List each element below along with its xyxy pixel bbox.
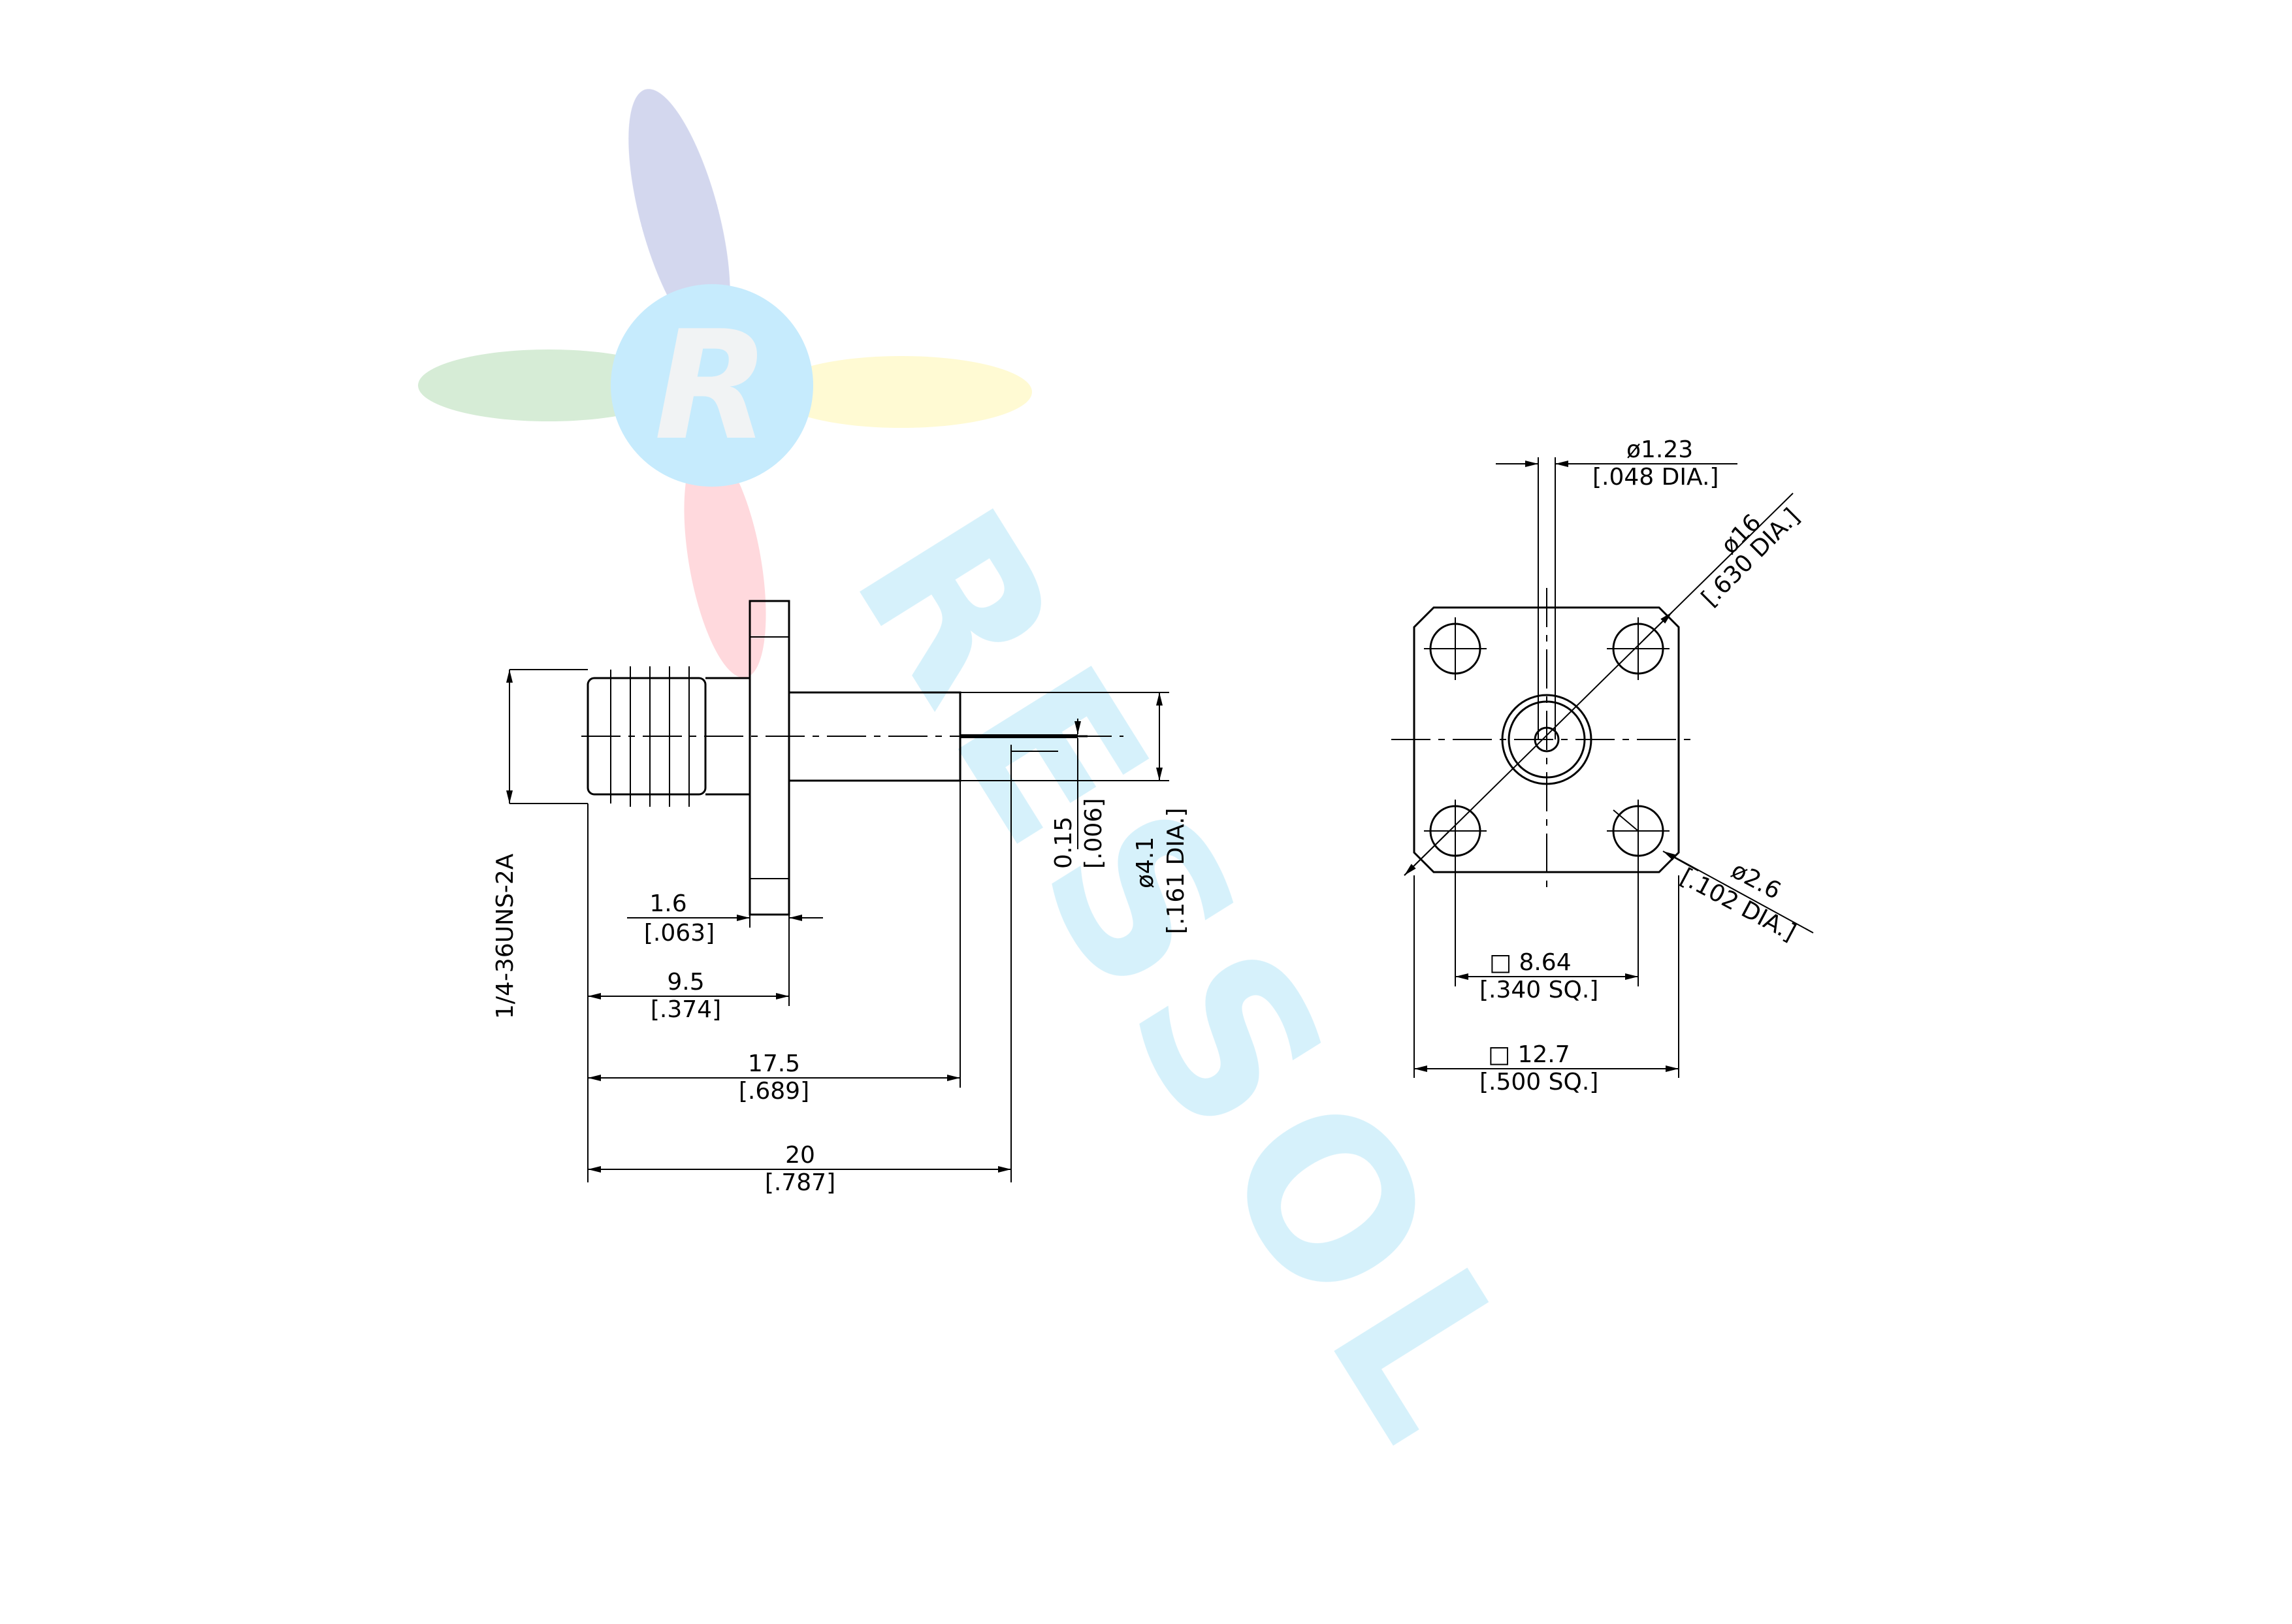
dim-hole-spacing-inch: [.340 SQ.] [1479,977,1598,1003]
dim-pin-protrusion-mm: 0.15 [1050,817,1077,869]
logo-letter: R [654,299,769,474]
dim-flange-size-inch: [.500 SQ.] [1479,1069,1598,1096]
dim-pin-protrusion-inch: [.006] [1080,798,1107,869]
dim-body-inch: [.374] [651,996,721,1023]
dim-pin-dia-inch: [.048 DIA.] [1592,464,1719,491]
dim-pin-dia-mm: ø1.23 [1626,436,1693,463]
thread-spec-label: 1/4-36UNS-2A [492,853,519,1019]
dim-dielectric-dia-mm: ø4.1 [1132,837,1159,888]
dim-dielectric-dia-inch: [.161 DIA.] [1163,808,1189,934]
dim-flange-size-mm: □ 12.7 [1488,1041,1570,1068]
dim-dielectric-mm: 17.5 [748,1050,800,1077]
dielectric-ring [1508,700,1586,779]
watermark-text: RESSOL [806,469,1576,1495]
dim-flange-inch: [.063] [644,920,715,947]
outer-conductor [1501,694,1592,785]
dim-dielectric-inch: [.689] [739,1078,809,1105]
dim-overall-inch: [.787] [765,1169,835,1196]
logo-ellipse-yellow [771,356,1032,428]
dim-overall-mm: 20 [785,1142,815,1169]
mounting-holes [1424,617,1670,862]
center-pin-face [1534,726,1560,753]
side-view: 1/4-36UNS-2A 1.6 [.063] 9.5 [.374] 17.5 … [492,600,1189,1196]
logo-sphere [611,284,813,487]
front-view: ø1.23 [.048 DIA.] ø16 [.630 DIA.] ø2.6 [… [1391,436,1814,1096]
dim-hole-spacing-mm: □ 8.64 [1489,949,1572,976]
dim-flange-mm: 1.6 [649,890,686,917]
dim-body-mm: 9.5 [667,969,704,996]
logo-ellipse-red [684,446,766,678]
thread-body [587,677,707,796]
watermark-logo: R [418,89,1032,678]
thread-lines [610,666,690,807]
logo-ellipse-blue [628,89,730,342]
